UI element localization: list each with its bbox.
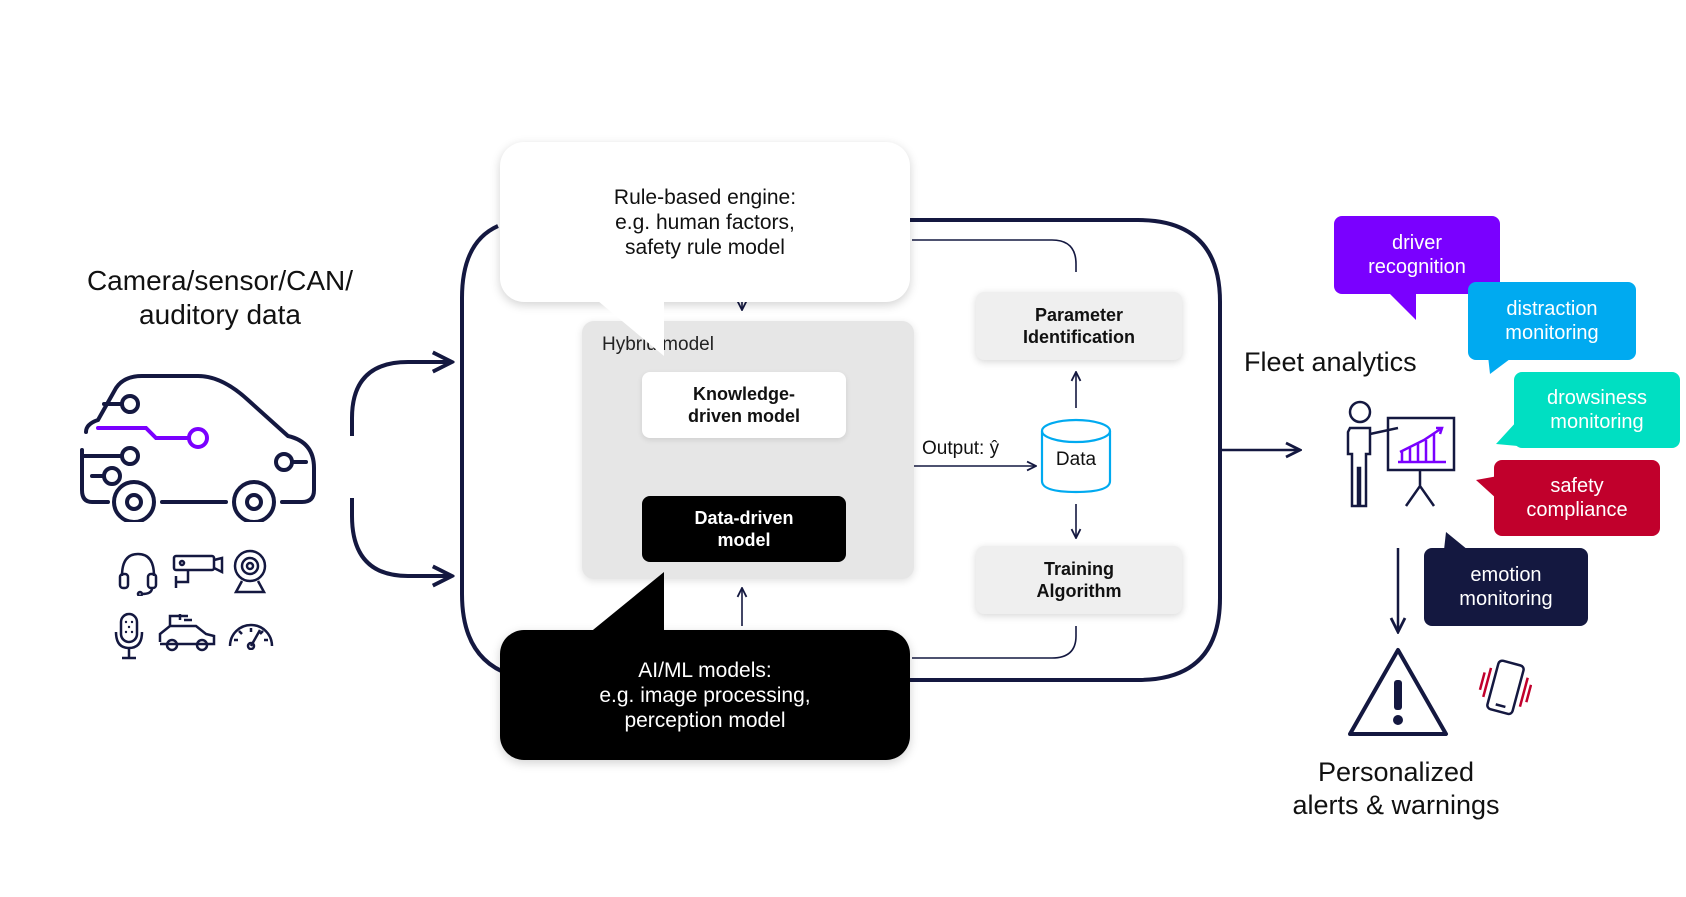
microphone-icon: [114, 612, 144, 660]
tag-drowsiness-monitoring: drowsiness monitoring: [1514, 372, 1680, 448]
tag-drowsiness-monitoring-label: drowsiness monitoring: [1546, 387, 1648, 433]
tag-driver-recognition: driver recognition: [1334, 216, 1500, 294]
tag-emotion-monitoring-tail: [1444, 532, 1468, 550]
tag-driver-recognition-label: driver recognition: [1368, 232, 1466, 278]
training-algorithm-box: Training Algorithm: [976, 546, 1182, 614]
car-circuit-icon: [80, 374, 316, 522]
parameter-identification-label: Parameter Identification: [1023, 305, 1135, 347]
tag-distraction-monitoring: distraction monitoring: [1468, 282, 1636, 360]
knowledge-driven-model-box: Knowledge- driven model: [642, 372, 846, 438]
phone-vibrate-icon: [1478, 659, 1532, 716]
output-label: Output: ŷ: [922, 438, 1000, 459]
tag-safety-compliance-tail: [1476, 476, 1498, 500]
tag-safety-compliance: safety compliance: [1494, 460, 1660, 536]
tag-emotion-monitoring-label: emotion monitoring: [1459, 564, 1553, 610]
knowledge-driven-model-label: Knowledge- driven model: [687, 384, 801, 426]
webcam-icon: [233, 549, 267, 594]
tag-emotion-monitoring: emotion monitoring: [1424, 548, 1588, 626]
parameter-identification-box: Parameter Identification: [976, 292, 1182, 360]
tag-drowsiness-monitoring-tail: [1496, 420, 1518, 446]
fleet-analytics-title: Fleet analytics: [1244, 347, 1417, 377]
data-store-label: Data: [1055, 449, 1097, 470]
security-camera-icon: [172, 554, 224, 588]
rule-bubble-tail: [592, 296, 664, 356]
tag-driver-recognition-tail: [1388, 292, 1416, 320]
tag-safety-compliance-label: safety compliance: [1526, 475, 1628, 521]
rule-based-engine-text: Rule-based engine: e.g. human factors, s…: [613, 185, 797, 259]
data-driven-model-box: Data-driven model: [642, 496, 846, 562]
tag-distraction-monitoring-label: distraction monitoring: [1505, 298, 1599, 344]
electric-car-icon: [158, 614, 216, 652]
alerts-title: Personalized alerts & warnings: [1292, 757, 1500, 820]
headset-icon: [118, 552, 158, 596]
training-algorithm-label: Training Algorithm: [1036, 559, 1122, 601]
input-data-title: Camera/sensor/CAN/ auditory data: [86, 265, 354, 330]
speedometer-icon: [228, 623, 274, 650]
warning-icon: [1348, 648, 1448, 736]
ai-bubble-tail: [588, 572, 664, 634]
tag-distraction-monitoring-tail: [1488, 356, 1514, 374]
ai-ml-models-text: AI/ML models: e.g. image processing, per…: [599, 658, 811, 732]
presenter-chart-icon: [1346, 400, 1456, 508]
rule-based-engine-bubble: Rule-based engine: e.g. human factors, s…: [500, 142, 910, 302]
ai-ml-models-bubble: AI/ML models: e.g. image processing, per…: [500, 630, 910, 760]
data-driven-model-label: Data-driven model: [694, 508, 794, 550]
